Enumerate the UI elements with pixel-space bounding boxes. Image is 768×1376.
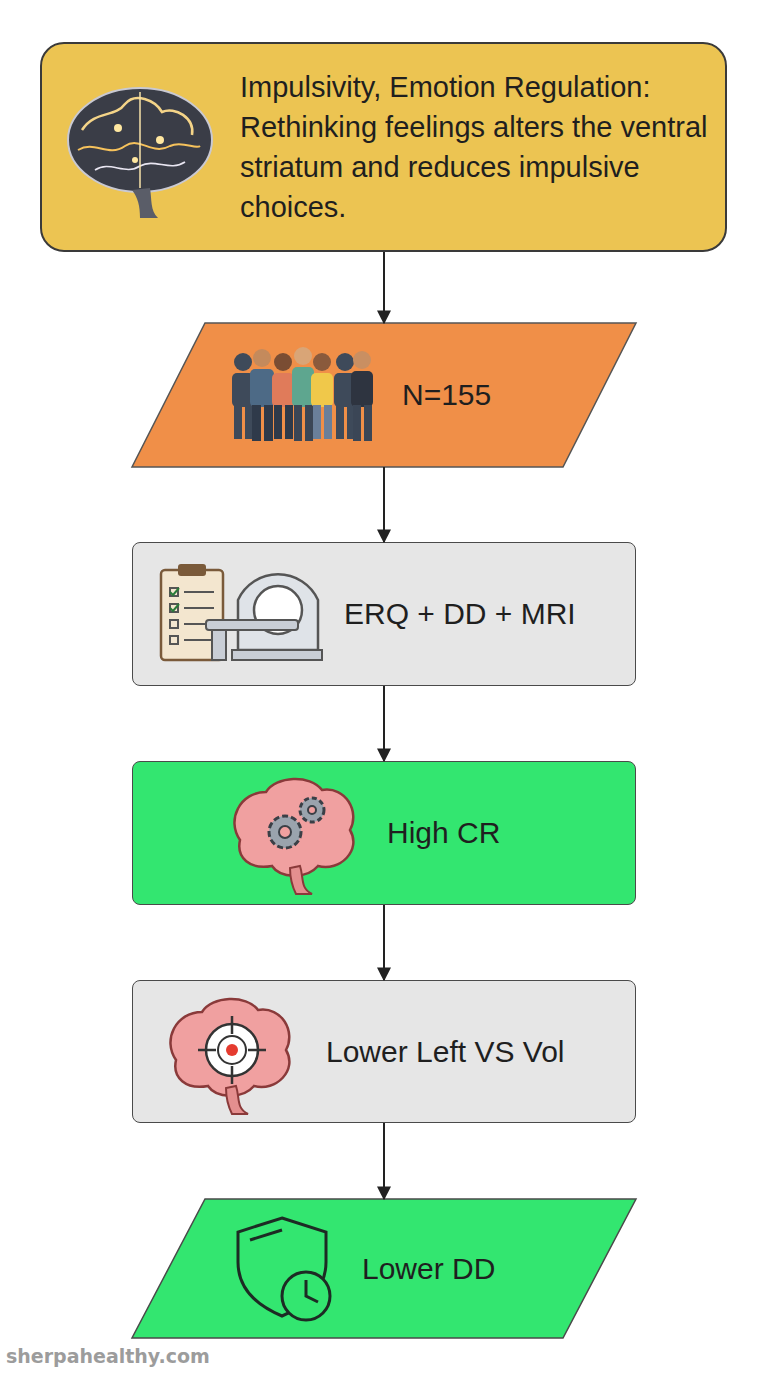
watermark: sherpahealthy.com bbox=[6, 1345, 210, 1367]
flow-arrow bbox=[383, 1123, 385, 1199]
flow-arrow bbox=[383, 905, 385, 980]
text-holder: High CR bbox=[387, 762, 500, 904]
text-holder: ERQ + DD + MRI bbox=[344, 543, 576, 685]
input-parallelogram: N=155 bbox=[132, 323, 636, 467]
output-parallelogram: Lower DD bbox=[132, 1199, 636, 1338]
node-label: N=155 bbox=[402, 376, 491, 414]
text-holder: Lower Left VS Vol bbox=[326, 981, 564, 1122]
flow-arrow bbox=[383, 467, 385, 542]
node-label: ERQ + DD + MRI bbox=[344, 595, 576, 633]
node-label: High CR bbox=[387, 814, 500, 852]
node-label: Lower DD bbox=[362, 1250, 495, 1288]
text-holder: Lower DD bbox=[362, 1199, 495, 1338]
parallelogram-outline bbox=[132, 323, 636, 467]
process-box: ERQ + DD + MRI bbox=[132, 542, 636, 686]
text-holder: N=155 bbox=[402, 323, 491, 467]
text-holder: Impulsivity, Emotion Regulation: Rethink… bbox=[240, 44, 735, 250]
flow-arrow bbox=[383, 686, 385, 761]
title-box: Impulsivity, Emotion Regulation: Rethink… bbox=[40, 42, 727, 252]
result-box: High CR bbox=[132, 761, 636, 905]
title-text: Impulsivity, Emotion Regulation: Rethink… bbox=[240, 67, 735, 227]
process-box: Lower Left VS Vol bbox=[132, 980, 636, 1123]
flow-arrow bbox=[383, 252, 385, 323]
node-label: Lower Left VS Vol bbox=[326, 1033, 564, 1071]
